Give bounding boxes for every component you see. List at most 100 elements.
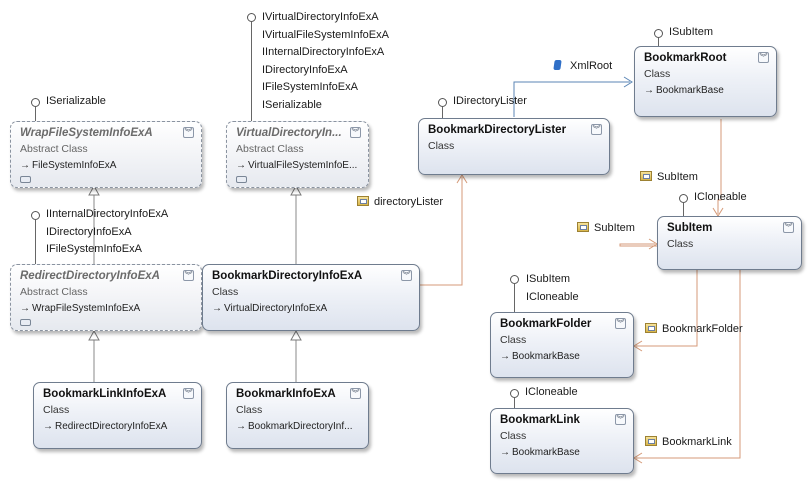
inherits-arrow-icon: → bbox=[20, 160, 30, 171]
class-wrap-filesystem-infoexa[interactable]: WrapFileSystemInfoExA Abstract Class →Fi… bbox=[10, 121, 202, 188]
interface-list-redirect: IInternalDirectoryInfoExA IDirectoryInfo… bbox=[46, 208, 169, 255]
property-icon bbox=[645, 323, 657, 333]
interface-ring-icon bbox=[510, 275, 519, 284]
class-bookmark-link[interactable]: BookmarkLink Class →BookmarkBase ︾ bbox=[490, 408, 634, 474]
class-title: BookmarkLink bbox=[500, 414, 580, 426]
inherits-arrow-icon: → bbox=[20, 303, 30, 314]
interface-name: ICloneable bbox=[694, 191, 747, 203]
collapse-chevron-icon[interactable]: ︾ bbox=[591, 124, 602, 135]
collapse-chevron-icon[interactable]: ︾ bbox=[615, 414, 626, 425]
property-icon bbox=[645, 436, 657, 446]
collapse-chevron-icon[interactable]: ︾ bbox=[758, 52, 769, 63]
class-base: →BookmarkBase bbox=[500, 351, 580, 362]
property-icon bbox=[357, 196, 369, 206]
class-title: BookmarkInfoExA bbox=[236, 388, 336, 400]
interface-ring-icon bbox=[438, 98, 447, 107]
interface-name: IDirectoryLister bbox=[453, 95, 527, 107]
class-kind: Abstract Class bbox=[236, 143, 304, 155]
compartment-icon bbox=[20, 319, 31, 326]
class-title: BookmarkFolder bbox=[500, 318, 592, 330]
interface-ring-icon bbox=[654, 29, 663, 38]
class-title: SubItem bbox=[667, 222, 713, 234]
interface-list-folder: ISubItem ICloneable bbox=[526, 273, 579, 303]
class-base: →BookmarkBase bbox=[644, 85, 724, 96]
inherits-arrow-icon: → bbox=[236, 421, 246, 432]
interface-list-virtual: IVirtualDirectoryInfoExA IVirtualFileSys… bbox=[262, 11, 389, 111]
collapse-chevron-icon[interactable]: ︾ bbox=[350, 388, 361, 399]
class-base: →BookmarkBase bbox=[500, 447, 580, 458]
class-bookmark-folder[interactable]: BookmarkFolder Class →BookmarkBase ︾ bbox=[490, 312, 634, 378]
class-kind: Class bbox=[428, 140, 455, 152]
interface-name: ISubItem bbox=[669, 26, 714, 38]
class-kind: Class bbox=[212, 286, 239, 298]
class-kind: Class bbox=[500, 334, 527, 346]
class-bookmark-link-infoexa[interactable]: BookmarkLinkInfoExA Class →RedirectDirec… bbox=[33, 382, 202, 449]
property-icon bbox=[577, 222, 589, 232]
compartment-icon bbox=[20, 176, 31, 183]
assoc-subitem-folder bbox=[636, 270, 698, 347]
class-title: VirtualDirectoryIn... bbox=[236, 127, 342, 139]
association-label-subitem-self: SubItem bbox=[577, 222, 635, 234]
compartment-icon bbox=[236, 176, 247, 183]
class-kind: Class bbox=[500, 430, 527, 442]
assoc-directory-lister bbox=[420, 177, 463, 286]
assoc-xmlroot bbox=[513, 81, 630, 117]
collapse-chevron-icon[interactable]: ︾ bbox=[350, 127, 361, 138]
class-base: →VirtualFileSystemInfoE... bbox=[236, 160, 358, 171]
collapse-chevron-icon[interactable]: ︾ bbox=[183, 388, 194, 399]
class-kind: Class bbox=[667, 238, 694, 250]
interface-ring-icon bbox=[247, 13, 256, 22]
class-subitem[interactable]: SubItem Class ︾ bbox=[657, 216, 802, 270]
collapse-chevron-icon[interactable]: ︾ bbox=[783, 222, 794, 233]
class-base: →RedirectDirectoryInfoExA bbox=[43, 421, 168, 432]
class-kind: Class bbox=[43, 404, 70, 416]
interface-ring-icon bbox=[679, 194, 688, 203]
class-bookmark-directory-lister[interactable]: BookmarkDirectoryLister Class ︾ bbox=[418, 118, 610, 175]
assoc-subitem-link bbox=[636, 270, 741, 459]
collapse-chevron-icon[interactable]: ︾ bbox=[183, 127, 194, 138]
inherits-arrow-icon: → bbox=[212, 303, 222, 314]
class-title: BookmarkRoot bbox=[644, 52, 727, 64]
association-label-directory-lister: directoryLister bbox=[357, 196, 443, 208]
diamond-icon bbox=[553, 60, 562, 70]
class-redirect-directory-infoexa[interactable]: RedirectDirectoryInfoExA Abstract Class … bbox=[10, 264, 202, 331]
interface-ring-icon bbox=[510, 389, 519, 398]
association-label-bookmark-link: BookmarkLink bbox=[645, 436, 732, 448]
class-kind: Abstract Class bbox=[20, 143, 88, 155]
interface-ring-icon bbox=[31, 98, 40, 107]
interface-name: ICloneable bbox=[525, 386, 578, 398]
assoc-root-subitem bbox=[717, 119, 722, 214]
class-base: →FileSystemInfoExA bbox=[20, 160, 117, 171]
property-icon bbox=[640, 171, 652, 181]
class-title: WrapFileSystemInfoExA bbox=[20, 127, 153, 139]
inherits-arrow-icon: → bbox=[43, 421, 53, 432]
class-title: RedirectDirectoryInfoExA bbox=[20, 270, 160, 282]
interface-ring-icon bbox=[31, 211, 40, 220]
class-title: BookmarkDirectoryInfoExA bbox=[212, 270, 363, 282]
inherits-arrow-icon: → bbox=[500, 447, 510, 458]
class-base: →WrapFileSystemInfoExA bbox=[20, 303, 141, 314]
class-kind: Abstract Class bbox=[20, 286, 88, 298]
association-label-xmlroot: XmlRoot bbox=[553, 60, 612, 72]
class-bookmark-root[interactable]: BookmarkRoot Class →BookmarkBase ︾ bbox=[634, 46, 777, 117]
association-label-bookmark-folder: BookmarkFolder bbox=[645, 323, 743, 335]
collapse-chevron-icon[interactable]: ︾ bbox=[183, 270, 194, 281]
class-title: BookmarkDirectoryLister bbox=[428, 124, 567, 136]
class-base: →VirtualDirectoryInfoExA bbox=[212, 303, 328, 314]
inherits-arrow-icon: → bbox=[644, 85, 654, 96]
class-kind: Class bbox=[644, 68, 671, 80]
class-bookmark-directory-infoexa[interactable]: BookmarkDirectoryInfoExA Class →VirtualD… bbox=[202, 264, 420, 331]
class-virtual-directory-infoexa[interactable]: VirtualDirectoryIn... Abstract Class →Vi… bbox=[226, 121, 369, 188]
class-title: BookmarkLinkInfoExA bbox=[43, 388, 167, 400]
collapse-chevron-icon[interactable]: ︾ bbox=[401, 270, 412, 281]
inherits-arrow-icon: → bbox=[500, 351, 510, 362]
class-base: →BookmarkDirectoryInf... bbox=[236, 421, 353, 432]
interface-name: ISerializable bbox=[46, 95, 106, 107]
class-bookmark-infoexa[interactable]: BookmarkInfoExA Class →BookmarkDirectory… bbox=[226, 382, 369, 449]
association-label-subitem-root: SubItem bbox=[640, 171, 698, 183]
collapse-chevron-icon[interactable]: ︾ bbox=[615, 318, 626, 329]
assoc-subitem-self bbox=[619, 243, 657, 247]
class-kind: Class bbox=[236, 404, 263, 416]
inherits-arrow-icon: → bbox=[236, 160, 246, 171]
